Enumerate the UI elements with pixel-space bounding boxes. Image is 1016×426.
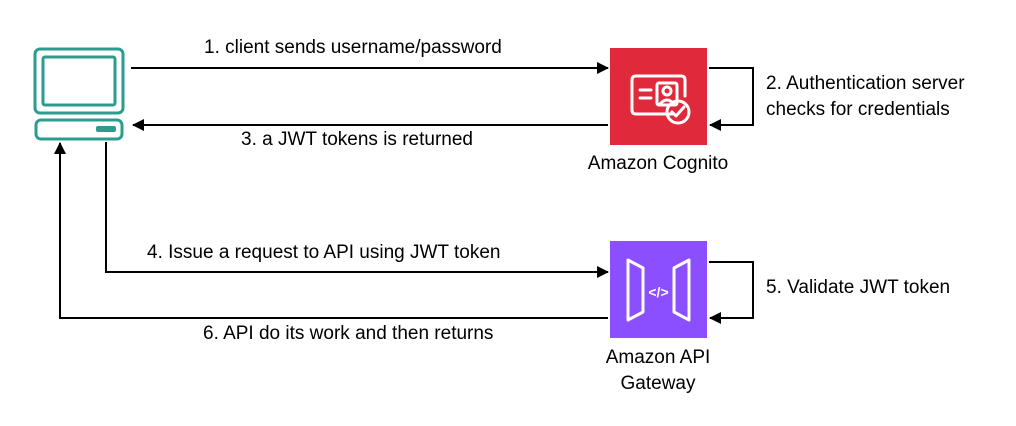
step2-label-line1: 2. Authentication server: [766, 73, 965, 94]
cognito-icon: [610, 48, 707, 145]
arrow-step6: [54, 142, 608, 319]
step3-label: 3. a JWT tokens is returned: [241, 129, 473, 150]
arrow-step5: [709, 261, 754, 324]
computer-icon: [33, 47, 125, 141]
step2-label-line2: checks for credentials: [766, 99, 950, 120]
api-gateway-label-line1: Amazon API: [605, 347, 711, 368]
svg-text:</>: </>: [648, 284, 668, 300]
step4-label: 4. Issue a request to API using JWT toke…: [147, 242, 501, 263]
api-gateway-label-line2: Gateway: [620, 373, 696, 394]
step6-label: 6. API do its work and then returns: [203, 323, 494, 344]
cognito-label: Amazon Cognito: [587, 153, 729, 174]
step5-label: 5. Validate JWT token: [766, 277, 951, 298]
arrow-step2: [709, 67, 754, 131]
step1-label: 1. client sends username/password: [204, 37, 502, 58]
api-gateway-icon: </>: [610, 241, 707, 338]
arrow-step4: [105, 142, 609, 278]
